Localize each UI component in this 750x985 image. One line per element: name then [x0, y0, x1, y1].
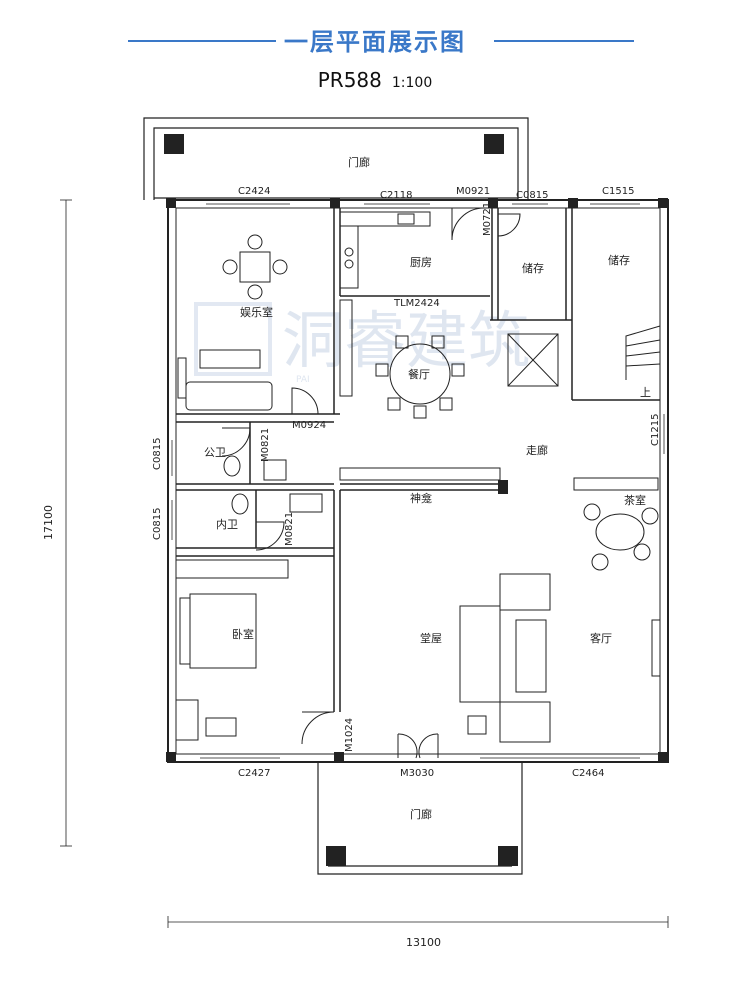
watermark-logo: [194, 302, 272, 376]
plan-scale: 1:100: [391, 75, 433, 91]
sofa-entertainment: [185, 349, 273, 411]
exterior-walls: [167, 199, 669, 763]
page-title: 一层平面展示图: [284, 28, 466, 56]
label-c0815-left-a: C0815: [152, 438, 163, 470]
doors: [221, 207, 521, 759]
label-c0815-left-b: C0815: [152, 508, 163, 540]
columns: [164, 134, 668, 866]
front-porch: [317, 762, 523, 875]
label-altar: 神龛: [410, 491, 432, 505]
label-c1515: C1515: [602, 186, 634, 197]
wc-fixtures: [223, 455, 323, 515]
label-c2427: C2427: [238, 768, 270, 779]
label-hall: 堂屋: [420, 632, 442, 645]
label-kitchen: 厨房: [410, 256, 432, 269]
label-living: 客厅: [590, 631, 612, 645]
title-rule-right: [494, 40, 634, 42]
label-m1024: M1024: [344, 718, 355, 752]
label-entertainment: 娱乐室: [240, 305, 273, 319]
watermark-latin: PAI: [296, 375, 310, 385]
label-c2424: C2424: [238, 186, 270, 197]
label-c0815-top: C0815: [516, 190, 548, 201]
label-tlm2424: TLM2424: [393, 298, 440, 309]
label-storage-1: 储存: [522, 261, 544, 275]
label-m0921: M0921: [456, 186, 490, 197]
label-m0821-a: M0821: [260, 428, 271, 462]
label-c2464: C2464: [572, 768, 604, 779]
label-m3030: M3030: [400, 768, 434, 779]
label-front-porch: 门廊: [410, 807, 432, 821]
label-m0721: M0721: [482, 202, 493, 236]
watermark-text: 洞睿建筑: [282, 304, 530, 377]
living-sofa-set: [459, 573, 661, 743]
title-rule-left: [128, 40, 276, 42]
label-stairs-up: 上: [640, 386, 651, 399]
label-storage-2: 储存: [608, 253, 630, 267]
label-c1215: C1215: [650, 414, 661, 446]
interior-walls: [176, 208, 660, 712]
tea-set: [583, 503, 659, 571]
label-c2118: C2118: [380, 190, 412, 201]
label-dining: 餐厅: [408, 367, 430, 381]
game-table: [222, 234, 288, 300]
windows: [171, 203, 665, 759]
label-bedroom: 卧室: [232, 627, 254, 641]
staircase: [625, 325, 661, 380]
label-tea-room: 茶室: [624, 493, 646, 507]
label-m0924: M0924: [292, 420, 326, 431]
kitchen-counter: [339, 211, 431, 289]
label-rear-porch: 门廊: [348, 155, 370, 169]
label-overall-width: 13100: [406, 936, 441, 949]
label-public-wc: 公卫: [204, 446, 226, 459]
partitions: [175, 299, 659, 579]
label-corridor: 走廊: [526, 443, 548, 457]
bed: [175, 593, 257, 741]
dining-set: [375, 335, 465, 419]
storage-equipment: [507, 333, 559, 387]
plan-subtitle: PR588 1:100: [0, 68, 750, 92]
header: 一层平面展示图 PR588 1:100: [0, 0, 750, 100]
label-overall-depth: 17100: [42, 505, 55, 540]
plan-code: PR588: [317, 68, 382, 92]
label-m0821-b: M0821: [284, 512, 295, 546]
label-inner-wc: 内卫: [216, 517, 238, 531]
watermark: 洞睿建筑 PAI: [194, 302, 530, 385]
dimension-lines: [60, 199, 669, 928]
